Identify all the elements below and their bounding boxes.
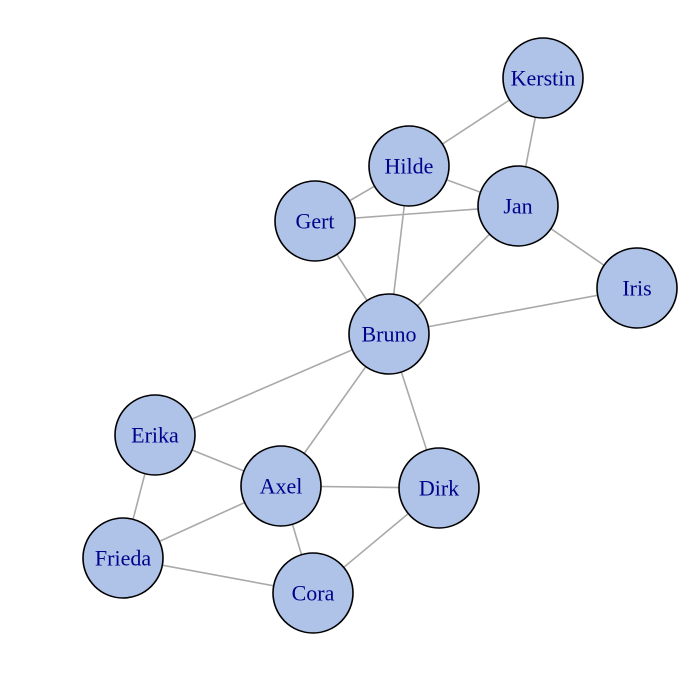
node-gert: Gert [274,180,356,262]
node-frieda: Frieda [82,517,164,599]
node-bruno: Bruno [348,293,430,375]
node-circle-axel [240,445,322,527]
node-label-kerstin: Kerstin [511,66,576,91]
node-circle-erika [114,394,196,476]
node-circle-gert [274,180,356,262]
edge-bruno-erika [154,333,390,436]
node-label-erika: Erika [131,423,179,448]
node-kerstin: Kerstin [502,37,584,119]
node-jan: Jan [477,165,559,247]
node-circle-cora [272,552,354,634]
node-erika: Erika [114,394,196,476]
node-circle-kerstin [502,37,584,119]
node-axel: Axel [240,445,322,527]
node-circle-jan [477,165,559,247]
edge-bruno-iris [388,287,638,335]
node-iris: Iris [596,247,678,329]
node-circle-frieda [82,517,164,599]
node-label-bruno: Bruno [362,322,417,347]
node-circle-hilde [368,125,450,207]
node-label-frieda: Frieda [95,546,151,571]
node-label-jan: Jan [503,194,532,219]
node-label-iris: Iris [622,276,651,301]
node-label-cora: Cora [292,581,335,606]
node-label-gert: Gert [295,209,334,234]
node-label-hilde: Hilde [385,154,434,179]
node-circle-bruno [348,293,430,375]
node-circle-iris [596,247,678,329]
node-hilde: Hilde [368,125,450,207]
node-dirk: Dirk [398,447,480,529]
node-label-dirk: Dirk [419,476,459,501]
node-circle-dirk [398,447,480,529]
node-label-axel: Axel [260,474,303,499]
node-cora: Cora [272,552,354,634]
